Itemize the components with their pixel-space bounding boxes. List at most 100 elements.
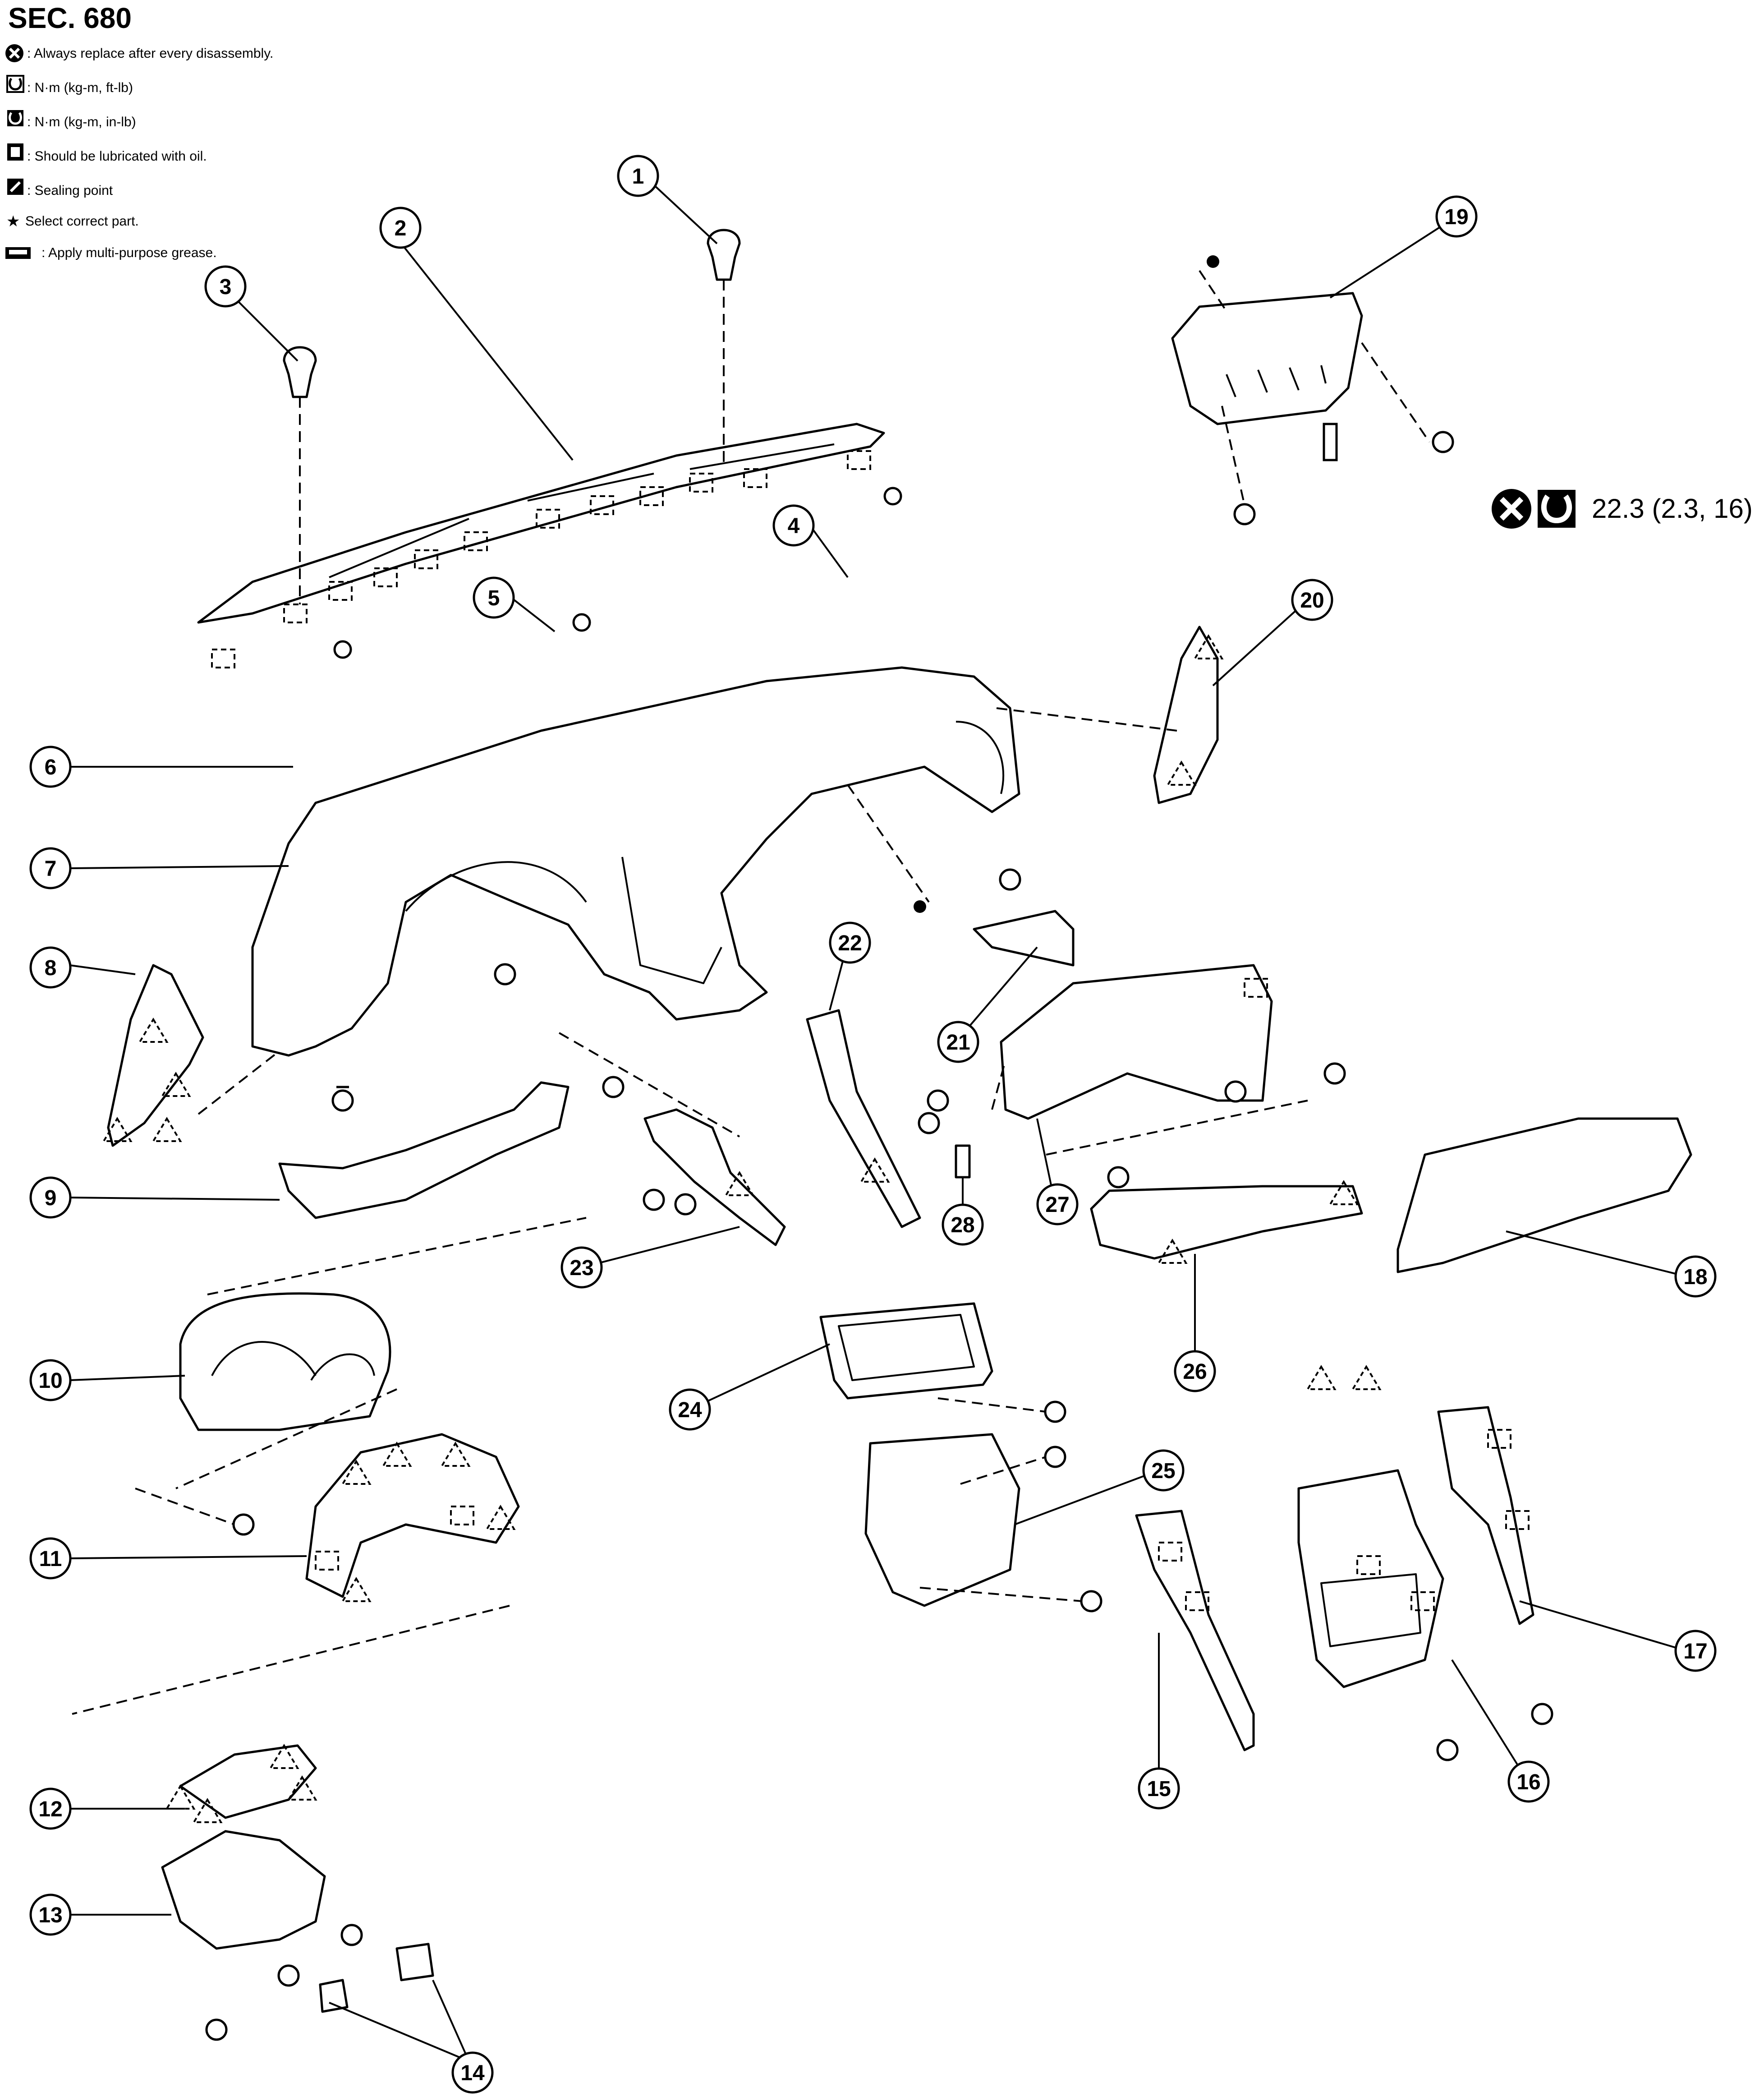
screw (918, 1112, 940, 1134)
svg-text:13: 13 (38, 1903, 62, 1927)
triangle-marker (192, 1798, 223, 1823)
instrument-panel (251, 666, 1020, 1057)
screw (205, 2018, 228, 2041)
clip-marker (315, 1551, 339, 1571)
svg-text:18: 18 (1683, 1265, 1707, 1289)
clip-marker (1356, 1555, 1381, 1575)
bracket-22 (806, 1009, 921, 1228)
legend-row-grease: : Apply multi-purpose grease. (5, 245, 217, 260)
triangle-marker (161, 1072, 191, 1097)
triangle-marker (138, 1018, 169, 1043)
clip-marker (689, 473, 713, 493)
clip-1 (707, 229, 741, 281)
column-cover-upper (179, 1744, 317, 1819)
glove-box-stopper (955, 1144, 971, 1179)
triangle-markers (102, 634, 1382, 1823)
callout-17: 17 (1674, 1630, 1717, 1672)
svg-text:17: 17 (1683, 1640, 1707, 1663)
side-bracket-15 (1135, 1510, 1255, 1751)
svg-text:10: 10 (38, 1369, 62, 1393)
legend-text: : Apply multi-purpose grease. (41, 245, 217, 260)
legend-row-replace: : Always replace after every disassembly… (5, 44, 273, 62)
glove-box-lid (1396, 1117, 1692, 1273)
screw (1323, 1062, 1346, 1085)
dashed-guides (72, 270, 1430, 1715)
callout-20: 20 (1291, 579, 1333, 621)
triangle-marker (381, 1442, 412, 1467)
clip-marker (1410, 1591, 1435, 1611)
callout-28: 28 (942, 1203, 984, 1246)
screw (1224, 1080, 1247, 1103)
screw (494, 963, 516, 986)
callout-16: 16 (1507, 1760, 1550, 1803)
clip-marker (1185, 1591, 1209, 1611)
triangle-marker (341, 1577, 372, 1602)
screw (1107, 1166, 1130, 1189)
triangle-marker (269, 1744, 299, 1769)
triangle-marker (152, 1117, 182, 1142)
svg-text:3: 3 (220, 275, 232, 299)
svg-text:1: 1 (632, 165, 644, 189)
clip-markers (211, 450, 1530, 1611)
screw (1531, 1703, 1553, 1725)
torque-ftlb-icon (6, 75, 24, 93)
callout-13: 13 (29, 1893, 72, 1936)
clip-marker (1487, 1429, 1511, 1449)
clip-3 (283, 346, 317, 398)
clip-marker (450, 1506, 474, 1525)
screw (1044, 1446, 1066, 1468)
svg-text:21: 21 (946, 1031, 970, 1055)
svg-text:25: 25 (1151, 1459, 1175, 1483)
screw (883, 487, 902, 506)
callout-18: 18 (1674, 1255, 1717, 1298)
svg-text:6: 6 (45, 755, 57, 779)
legend-row-oil: : Should be lubricated with oil. (7, 143, 207, 164)
clip-marker (464, 531, 488, 551)
callout-3: 3 (204, 265, 247, 308)
triangle-marker (859, 1157, 890, 1183)
clip-marker (743, 468, 767, 488)
triangle-marker (724, 1171, 755, 1196)
svg-text:24: 24 (678, 1398, 702, 1422)
legend-row-sealing: : Sealing point (7, 179, 113, 198)
replace-icon (1492, 489, 1531, 529)
svg-text:9: 9 (45, 1186, 57, 1210)
legend-text: : Always replace after every disassembly… (27, 46, 273, 61)
svg-text:23: 23 (570, 1256, 593, 1280)
screw (277, 1964, 300, 1987)
triangle-marker (440, 1442, 471, 1467)
screw (1432, 431, 1454, 453)
bracket-21 (973, 910, 1075, 967)
av-unit-bracket (864, 1433, 1020, 1607)
legend-row-torque-ftlb: : N·m (kg-m, ft-lb) (6, 75, 133, 95)
svg-text:27: 27 (1045, 1193, 1069, 1217)
oil-icon (7, 143, 23, 161)
clip-marker (590, 495, 614, 515)
torque-ftlb-icon (1538, 490, 1576, 528)
callout-26: 26 (1174, 1350, 1216, 1392)
svg-text:16: 16 (1516, 1770, 1540, 1794)
screw (927, 1089, 949, 1112)
legend-row-star: ★ Select correct part. (6, 213, 139, 230)
screw (1233, 503, 1256, 525)
svg-text:7: 7 (45, 857, 57, 881)
replace-icon (5, 44, 23, 62)
triangle-marker (485, 1505, 516, 1530)
triangle-marker (1193, 634, 1224, 659)
triangle-marker (287, 1775, 317, 1801)
clip-marker (639, 486, 664, 506)
finisher-piece-a (395, 1943, 434, 1981)
legend-row-torque-inlb: : N·m (kg-m, in-lb) (7, 110, 136, 129)
torque-inlb-icon (7, 110, 23, 126)
callout-10: 10 (29, 1359, 72, 1401)
legend: : Always replace after every disassembly… (5, 44, 273, 260)
svg-text:5: 5 (488, 586, 500, 610)
triangle-marker (1351, 1365, 1382, 1390)
callout-8: 8 (29, 946, 72, 989)
legend-text: : N·m (kg-m, ft-lb) (27, 80, 133, 95)
reference-dots (914, 255, 1219, 913)
bolt (1323, 423, 1338, 461)
display-unit (819, 1302, 993, 1400)
clip-marker (1158, 1542, 1182, 1562)
